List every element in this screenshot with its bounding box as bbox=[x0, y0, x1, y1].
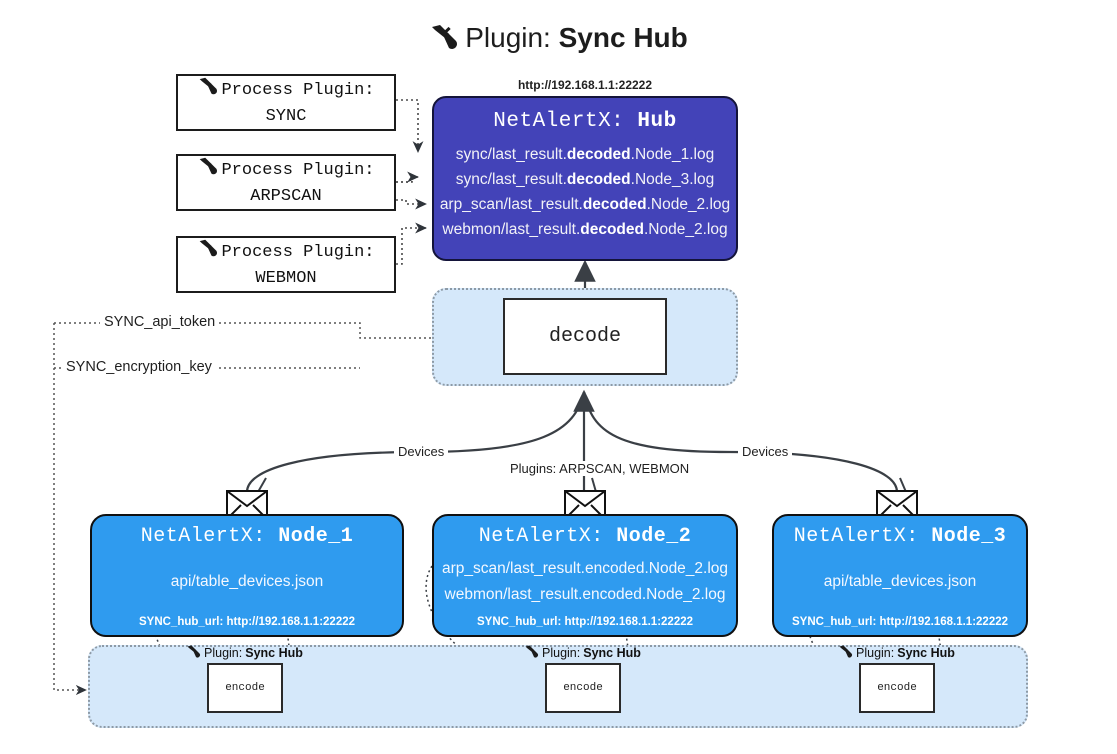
process-plugin-box-arpscan[interactable]: Process Plugin: ARPSCAN bbox=[176, 154, 396, 211]
node-title: NetAlertX: Node_1 bbox=[140, 525, 354, 548]
encode-caption: Plugin: Sync Hub bbox=[186, 645, 303, 661]
plug-icon bbox=[197, 157, 219, 184]
hub-log-line: webmon/last_result.decoded.Node_2.log bbox=[442, 221, 728, 238]
encode-caption-strong: Sync Hub bbox=[583, 646, 641, 660]
hub-title: NetAlertX: Hub bbox=[493, 110, 676, 133]
page-title-lead: Plugin: bbox=[465, 22, 551, 53]
encode-caption: Plugin: Sync Hub bbox=[524, 645, 641, 661]
encode-box-2[interactable]: encode bbox=[545, 663, 621, 713]
edge-label-plugins-center: Plugins: ARPSCAN, WEBMON bbox=[506, 461, 694, 476]
wire-label-sync-encryption-key: SYNC_encryption_key bbox=[62, 359, 216, 375]
hub-log-line: sync/last_result.decoded.Node_1.log bbox=[455, 146, 715, 163]
edge-label-devices-left: Devices bbox=[394, 444, 449, 459]
node-hub-url: SYNC_hub_url: http://192.168.1.1:22222 bbox=[791, 616, 1009, 628]
process-plugin-label: Process Plugin: bbox=[221, 160, 375, 180]
plug-icon bbox=[838, 645, 853, 661]
process-plugin-label: Process Plugin: bbox=[221, 242, 375, 262]
encode-caption-strong: Sync Hub bbox=[897, 646, 955, 660]
encode-caption: Plugin: Sync Hub bbox=[838, 645, 955, 661]
node-line: api/table_devices.json bbox=[170, 573, 324, 590]
node-title: NetAlertX: Node_3 bbox=[793, 525, 1007, 548]
hub-log-line: arp_scan/last_result.decoded.Node_2.log bbox=[439, 196, 731, 213]
page-title: Plugin: Sync Hub bbox=[0, 16, 1117, 63]
node-line: arp_scan/last_result.encoded.Node_2.log bbox=[441, 560, 729, 577]
wire-label-sync-api-token: SYNC_api_token bbox=[100, 314, 220, 330]
encode-caption-lead: Plugin: bbox=[542, 646, 581, 660]
encode-label: encode bbox=[225, 682, 265, 694]
encode-label: encode bbox=[877, 682, 917, 694]
node-line: webmon/last_result.encoded.Node_2.log bbox=[444, 586, 726, 603]
edge-label-devices-right: Devices bbox=[738, 444, 793, 459]
process-plugin-name: WEBMON bbox=[255, 268, 317, 288]
hub-url-label: http://192.168.1.1:22222 bbox=[517, 78, 653, 92]
node-line: api/table_devices.json bbox=[823, 573, 977, 590]
process-plugin-label: Process Plugin: bbox=[221, 80, 375, 100]
page-title-strong: Sync Hub bbox=[558, 22, 688, 53]
node-box-node-3[interactable]: NetAlertX: Node_3 api/table_devices.json… bbox=[772, 514, 1028, 637]
node-title: NetAlertX: Node_2 bbox=[478, 525, 692, 548]
plug-icon bbox=[197, 239, 219, 266]
plug-icon bbox=[186, 645, 201, 661]
node-hub-url: SYNC_hub_url: http://192.168.1.1:22222 bbox=[138, 616, 356, 628]
process-plugin-box-webmon[interactable]: Process Plugin: WEBMON bbox=[176, 236, 396, 293]
encode-caption-lead: Plugin: bbox=[856, 646, 895, 660]
hub-log-line: sync/last_result.decoded.Node_3.log bbox=[455, 171, 715, 188]
node-hub-url: SYNC_hub_url: http://192.168.1.1:22222 bbox=[476, 616, 694, 628]
plug-icon bbox=[197, 77, 219, 104]
encode-box-3[interactable]: encode bbox=[859, 663, 935, 713]
process-plugin-box-sync[interactable]: Process Plugin: SYNC bbox=[176, 74, 396, 131]
plug-icon bbox=[429, 19, 459, 63]
node-box-node-2[interactable]: NetAlertX: Node_2 arp_scan/last_result.e… bbox=[432, 514, 738, 637]
process-plugin-name: SYNC bbox=[265, 106, 307, 126]
process-plugin-name: ARPSCAN bbox=[250, 186, 322, 206]
encode-box-1[interactable]: encode bbox=[207, 663, 283, 713]
node-box-node-1[interactable]: NetAlertX: Node_1 api/table_devices.json… bbox=[90, 514, 404, 637]
decode-label: decode bbox=[548, 325, 621, 348]
hub-title-lead: NetAlertX: bbox=[493, 110, 625, 133]
decode-box[interactable]: decode bbox=[503, 298, 667, 375]
encode-caption-lead: Plugin: bbox=[204, 646, 243, 660]
encode-label: encode bbox=[563, 682, 603, 694]
hub-title-strong: Hub bbox=[637, 110, 677, 133]
hub-box[interactable]: NetAlertX: Hub sync/last_result.decoded.… bbox=[432, 96, 738, 261]
encode-caption-strong: Sync Hub bbox=[245, 646, 303, 660]
plug-icon bbox=[524, 645, 539, 661]
